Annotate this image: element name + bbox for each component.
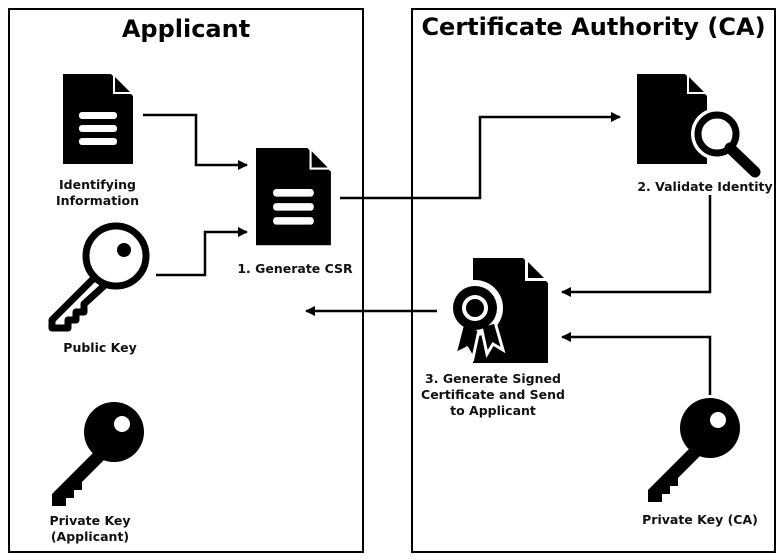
ca-panel	[411, 8, 776, 553]
identifying-information-label: Identifying Information	[56, 177, 139, 208]
applicant-panel	[8, 8, 364, 553]
arrow-validate-to-sign	[561, 195, 712, 297]
private-key-applicant-label: Private Key (Applicant)	[49, 513, 131, 544]
generate-signed-label: 3. Generate Signed Certificate and Send …	[421, 371, 565, 418]
private-key-ca-label: Private Key (CA)	[642, 512, 758, 527]
arrow-cakey-to-sign	[561, 332, 712, 395]
public-key-label: Public Key	[63, 340, 137, 355]
validate-identity-label: 2. Validate Identity	[637, 179, 773, 194]
arrow-pubkey-to-csr	[156, 227, 248, 277]
applicant-title: Applicant	[121, 15, 251, 43]
private-key-applicant-icon	[52, 402, 144, 506]
public-key-icon	[48, 222, 150, 332]
identifying-information-icon	[63, 74, 133, 164]
private-key-ca-icon	[648, 398, 740, 502]
csr-document-icon	[256, 148, 331, 246]
arrow-info-to-csr	[143, 113, 248, 170]
generate-csr-label: 1. Generate CSR	[237, 261, 353, 276]
ca-title: Certificate Authority (CA)	[421, 13, 766, 41]
arrow-csr-to-ca	[340, 112, 621, 200]
validate-identity-icon	[637, 74, 761, 178]
certificate-icon	[447, 258, 548, 363]
